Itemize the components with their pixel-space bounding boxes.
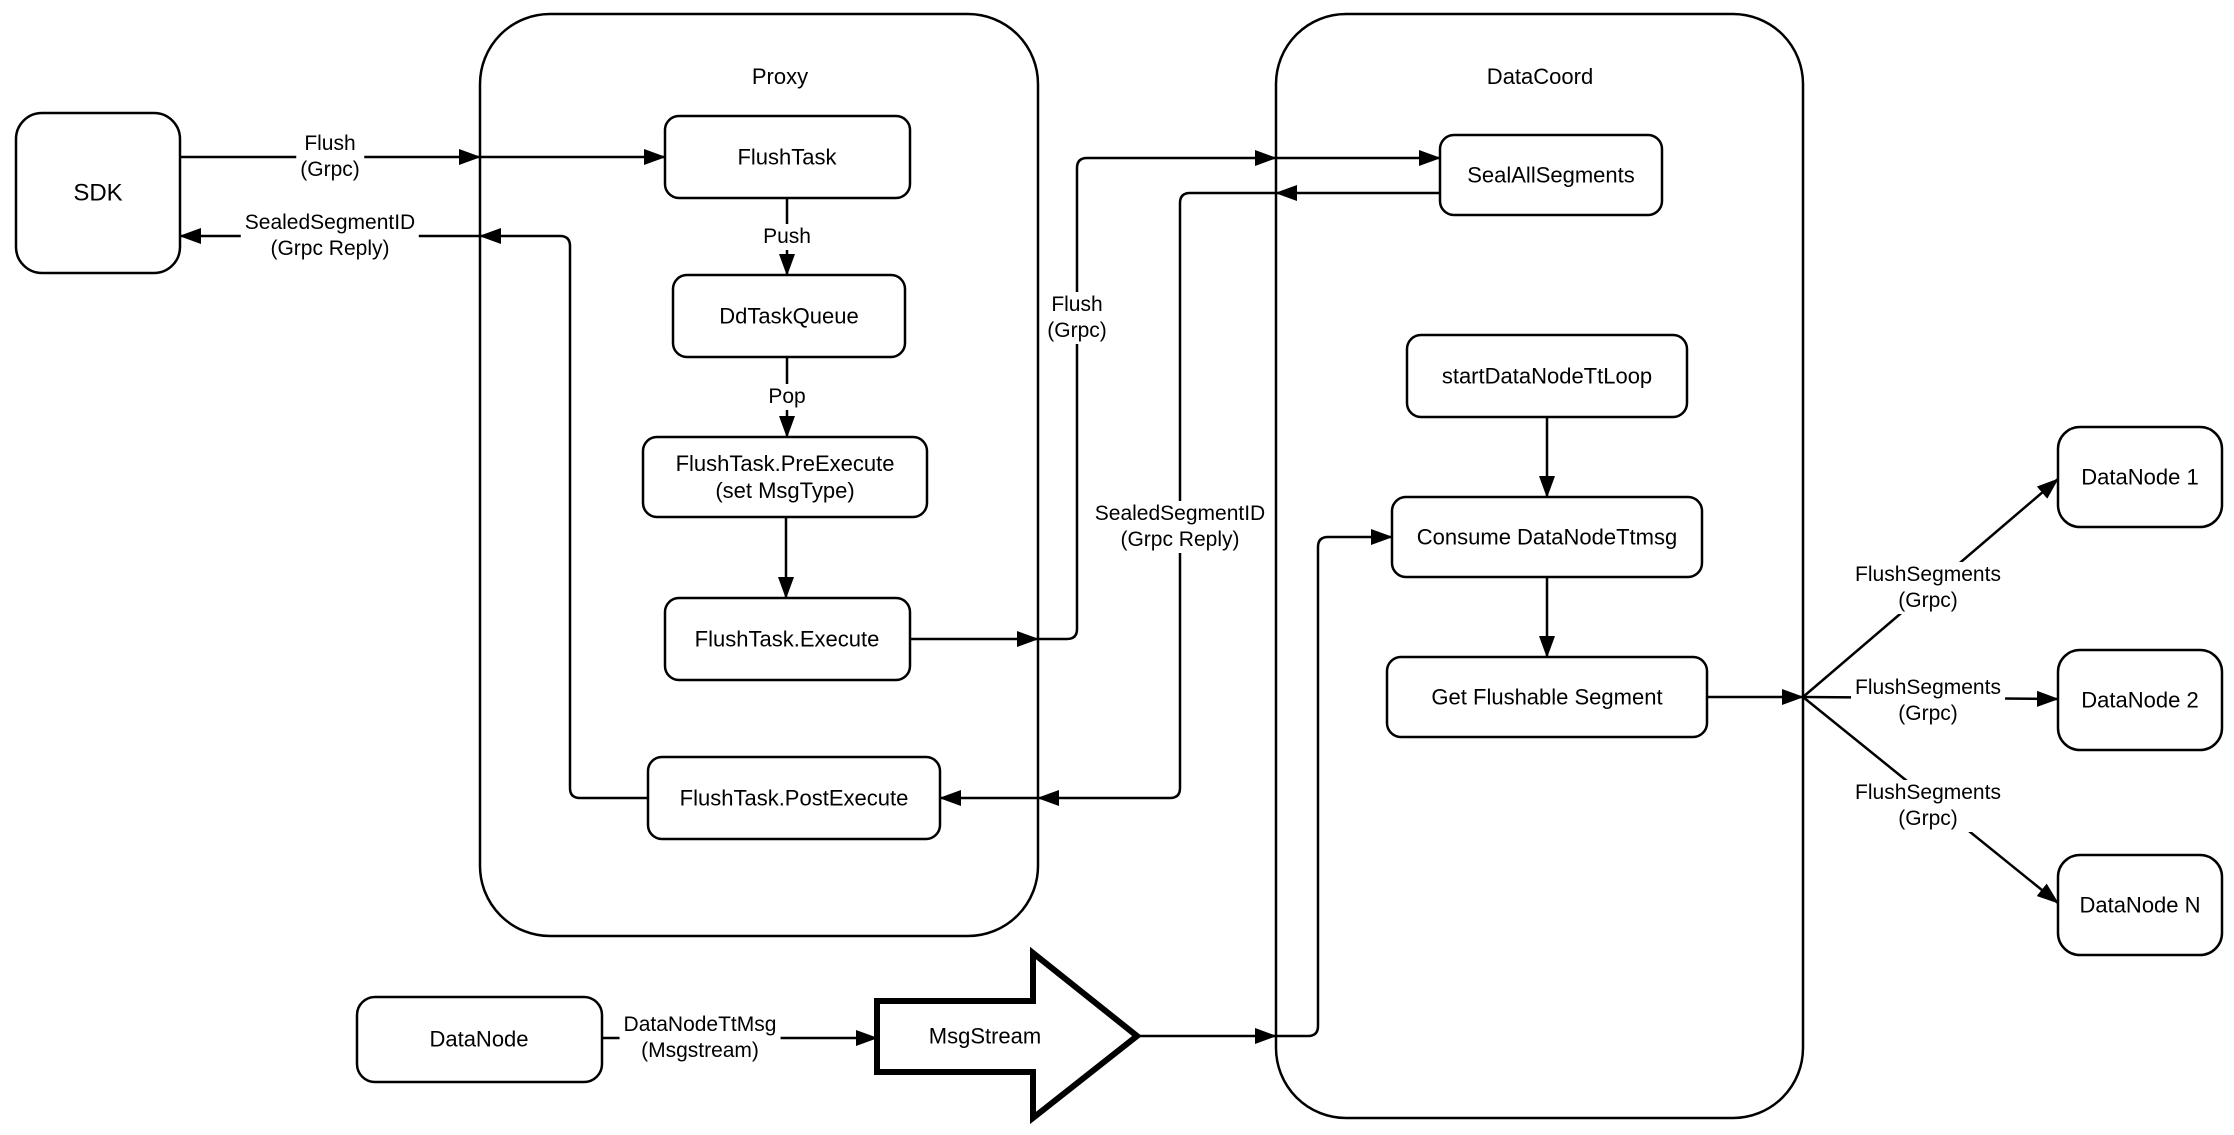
- edge-label-push: Push: [759, 224, 815, 250]
- execute-node: [663, 596, 912, 682]
- edge-label-flushsegments-n-line2: (Grpc): [1898, 807, 1958, 830]
- edge-flush-to-datacoord-edge: [1038, 150, 1277, 641]
- edge-label-pop: Pop: [764, 384, 810, 410]
- edge-label-flushsegments-n: FlushSegments (Grpc): [1851, 780, 2005, 832]
- startdatanodettloop-label: startDataNodeTtLoop: [1441, 363, 1653, 389]
- datanode1-label: DataNode 1: [2081, 464, 2199, 490]
- postexecute-label: FlushTask.PostExecute: [679, 785, 909, 811]
- msgstream-block-arrow: [874, 946, 1142, 1125]
- ddtaskqueue-node: [671, 273, 907, 359]
- edge-label-flushsegments-n-line1: FlushSegments: [1855, 781, 2001, 804]
- edge-label-flush-grpc: Flush (Grpc): [296, 131, 364, 183]
- sdk-label: SDK: [73, 179, 123, 207]
- msgstream-label: MsgStream: [928, 1023, 1042, 1049]
- preexecute-label: FlushTask.PreExecute (set MsgType): [676, 450, 895, 504]
- edge-msgstream-to-consume: [1276, 529, 1393, 1038]
- proxy-container: [478, 12, 1040, 938]
- edge-label-flushsegments-2-line1: FlushSegments: [1855, 676, 2001, 699]
- proxy-title: Proxy: [751, 64, 809, 89]
- sealallsegments-label: SealAllSegments: [1467, 162, 1635, 188]
- preexecute-label-line1: FlushTask.PreExecute: [675, 451, 895, 476]
- edge-postexecute-to-proxy-edge: [479, 228, 648, 800]
- edge-label-datanodettmsg-line1: DataNodeTtMsg: [623, 1013, 777, 1036]
- preexecute-label-line2: (set MsgType): [715, 478, 855, 503]
- datanode2-node: [2056, 648, 2224, 752]
- node-layer: [14, 111, 2224, 1125]
- sealallsegments-node: [1438, 133, 1664, 217]
- edge-label-flushsegments-2-line2: (Grpc): [1898, 702, 1958, 725]
- edge-label-sealedsegmentid-reply-mid-line1: SealedSegmentID: [1094, 502, 1266, 525]
- flushtask-node: [663, 114, 912, 200]
- postexecute-node: [646, 755, 942, 841]
- edge-label-flush-grpc-line1: Flush: [304, 132, 356, 155]
- edge-label-sealedsegmentid-reply-mid-line2: (Grpc Reply): [1120, 528, 1240, 551]
- edge-label-flush-grpc-mid-line2: (Grpc): [1047, 319, 1107, 342]
- flushtask-label: FlushTask: [737, 144, 837, 170]
- edge-label-flush-grpc-mid: Flush (Grpc): [1043, 292, 1111, 344]
- preexecute-node: [641, 435, 929, 519]
- edge-layer: [179, 149, 2059, 1046]
- datacoord-title: DataCoord: [1486, 64, 1594, 89]
- consume-datanodettmsg-label: Consume DataNodeTtmsg: [1416, 524, 1678, 550]
- edge-label-datanodettmsg: DataNodeTtMsg (Msgstream): [619, 1012, 781, 1064]
- ddtaskqueue-label: DdTaskQueue: [719, 303, 859, 329]
- edge-label-flushsegments-1-line1: FlushSegments: [1855, 563, 2001, 586]
- edge-label-flush-grpc-mid-line1: Flush: [1051, 293, 1103, 316]
- datanode-label: DataNode: [429, 1026, 529, 1052]
- consume-datanodettmsg-node: [1390, 495, 1704, 579]
- edge-label-flushsegments-1: FlushSegments (Grpc): [1851, 562, 2005, 614]
- execute-label: FlushTask.Execute: [694, 626, 880, 652]
- datanode-node: [355, 995, 604, 1084]
- startdatanodettloop-node: [1405, 333, 1689, 419]
- sdk-node: [14, 111, 182, 275]
- edge-label-flush-grpc-line2: (Grpc): [300, 158, 360, 181]
- datacoord-container: [1274, 12, 1805, 1120]
- datanoden-node: [2056, 853, 2224, 957]
- datanode2-label: DataNode 2: [2081, 687, 2199, 713]
- edge-label-datanodettmsg-line2: (Msgstream): [641, 1039, 759, 1062]
- edge-label-flushsegments-2: FlushSegments (Grpc): [1851, 675, 2005, 727]
- edge-label-sealedsegmentid-reply-sdk-line1: SealedSegmentID: [244, 211, 416, 234]
- edge-label-flushsegments-1-line2: (Grpc): [1898, 589, 1958, 612]
- edge-label-sealedsegmentid-reply-mid: SealedSegmentID (Grpc Reply): [1090, 501, 1270, 553]
- datanode1-node: [2056, 425, 2224, 529]
- datanoden-label: DataNode N: [2079, 892, 2201, 918]
- getflushablesegment-node: [1385, 655, 1709, 739]
- edge-label-sealedsegmentid-reply-sdk: SealedSegmentID (Grpc Reply): [240, 210, 420, 262]
- edge-reply-to-proxy-edge: [1037, 191, 1276, 806]
- getflushablesegment-label: Get Flushable Segment: [1431, 684, 1663, 710]
- edge-label-sealedsegmentid-reply-sdk-line2: (Grpc Reply): [270, 237, 390, 260]
